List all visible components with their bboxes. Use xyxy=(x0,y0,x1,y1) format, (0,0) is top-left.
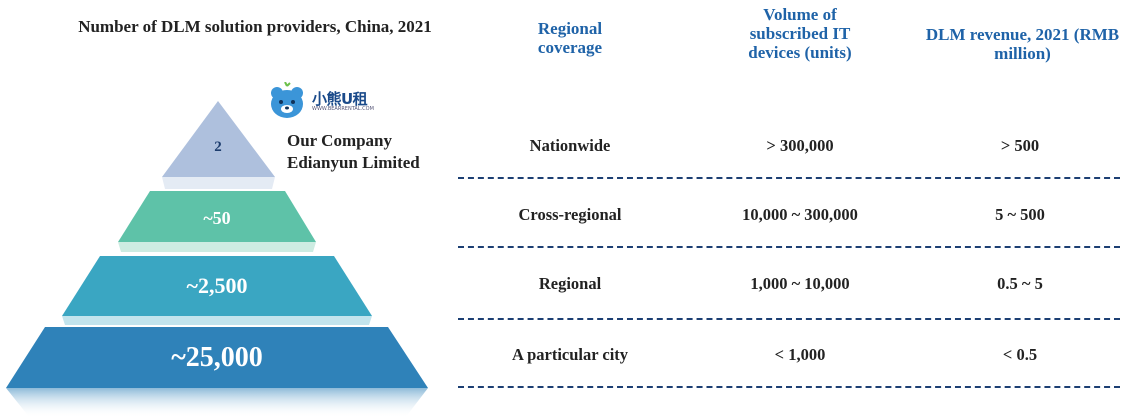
logo-subtext: WWW.BEARRENTAL.COM xyxy=(312,106,374,112)
row-divider xyxy=(458,386,1120,388)
company-line-1: Our Company xyxy=(287,131,393,150)
row-4-coverage: A particular city xyxy=(511,345,629,364)
pyramid-tier-cross-regional-reflection xyxy=(118,242,316,252)
row-3-coverage: Regional xyxy=(538,274,602,293)
row-2-coverage: Cross-regional xyxy=(518,205,622,224)
row-4-volume: < 1,000 xyxy=(774,345,826,364)
row-1-volume: > 300,000 xyxy=(766,136,834,155)
pyramid-chart: 2 ~50 ~2,500 ~25,000 xyxy=(6,101,428,418)
pyramid-label-cross-regional: ~50 xyxy=(203,208,230,228)
pyramid-tier-regional-reflection xyxy=(62,316,372,325)
header-revenue: DLM revenue, 2021 (RMB million) xyxy=(925,25,1120,63)
row-2-volume: 10,000 ~ 300,000 xyxy=(742,205,858,224)
company-label: Our Company Edianyun Limited xyxy=(287,130,467,174)
header-regional-coverage: Regional coverage xyxy=(537,19,603,57)
row-1-revenue: > 500 xyxy=(1000,136,1040,155)
pyramid-label-top: 2 xyxy=(214,139,222,155)
pyramid-tier-top-reflection xyxy=(162,177,275,189)
pyramid-tier-city-reflection xyxy=(6,388,428,418)
row-3-revenue: 0.5 ~ 5 xyxy=(997,274,1043,293)
row-4-revenue: < 0.5 xyxy=(1002,345,1038,364)
row-1-coverage: Nationwide xyxy=(529,136,611,155)
row-2-revenue: 5 ~ 500 xyxy=(995,205,1045,224)
pyramid-title: Number of DLM solution providers, China,… xyxy=(78,17,432,36)
row-divider xyxy=(458,246,1120,248)
logo-text: 小熊U租 xyxy=(312,90,368,108)
row-divider xyxy=(458,177,1120,179)
pyramid-label-regional: ~2,500 xyxy=(187,273,248,298)
bear-logo-icon xyxy=(271,82,303,118)
pyramid-label-city: ~25,000 xyxy=(171,342,263,373)
header-volume: Volume of subscribed IT devices (units) xyxy=(748,5,852,62)
row-3-volume: 1,000 ~ 10,000 xyxy=(750,274,850,293)
row-divider xyxy=(458,318,1120,320)
pyramid-tier-cross-regional xyxy=(118,191,316,242)
pyramid-tier-top xyxy=(162,101,275,177)
company-line-2: Edianyun Limited xyxy=(287,153,420,172)
pyramid-tier-regional xyxy=(62,256,372,316)
pyramid-tier-city xyxy=(6,327,428,388)
